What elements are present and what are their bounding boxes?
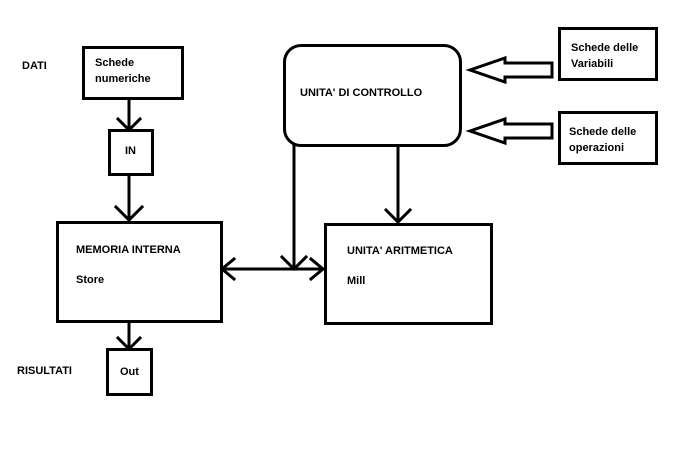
box-unita-aritmetica: UNITA' ARITMETICA Mill: [324, 223, 493, 325]
label-risultati: RISULTATI: [17, 365, 72, 377]
box-unita-controllo: UNITA' DI CONTROLLO: [283, 44, 462, 147]
out-text: Out: [120, 366, 139, 378]
memoria-title: MEMORIA INTERNA: [76, 244, 181, 256]
box-in: IN: [108, 129, 154, 176]
schede-operazioni-text: Schede delle operazioni: [569, 126, 637, 154]
arrow-memoria-to-out: [115, 320, 143, 352]
memoria-subtitle: Store: [76, 274, 105, 286]
block-arrow-operazioni: [465, 116, 554, 146]
label-dati: DATI: [22, 60, 47, 72]
arrow-controllo-down: [279, 144, 309, 272]
arrow-memoria-aritmetica: [219, 256, 326, 282]
schede-numeriche-text: Schede numeriche: [95, 57, 151, 85]
box-out: Out: [106, 348, 153, 396]
box-memoria-interna: MEMORIA INTERNA Store: [56, 221, 223, 323]
arrow-in-to-memoria: [113, 173, 145, 223]
in-text: IN: [125, 145, 136, 157]
block-arrow-variabili: [465, 55, 554, 85]
arrow-controllo-to-aritmetica: [383, 144, 413, 225]
aritmetica-subtitle: Mill: [347, 275, 366, 287]
box-schede-operazioni: Schede delle operazioni: [558, 111, 658, 165]
aritmetica-title: UNITA' ARITMETICA: [347, 245, 453, 257]
arrow-schede-to-in: [115, 97, 143, 133]
box-schede-variabili: Schede delle Variabili: [558, 27, 658, 81]
box-schede-numeriche: Schede numeriche: [82, 46, 184, 100]
schede-variabili-text: Schede delle Variabili: [571, 42, 639, 70]
controllo-text: UNITA' DI CONTROLLO: [300, 87, 423, 99]
